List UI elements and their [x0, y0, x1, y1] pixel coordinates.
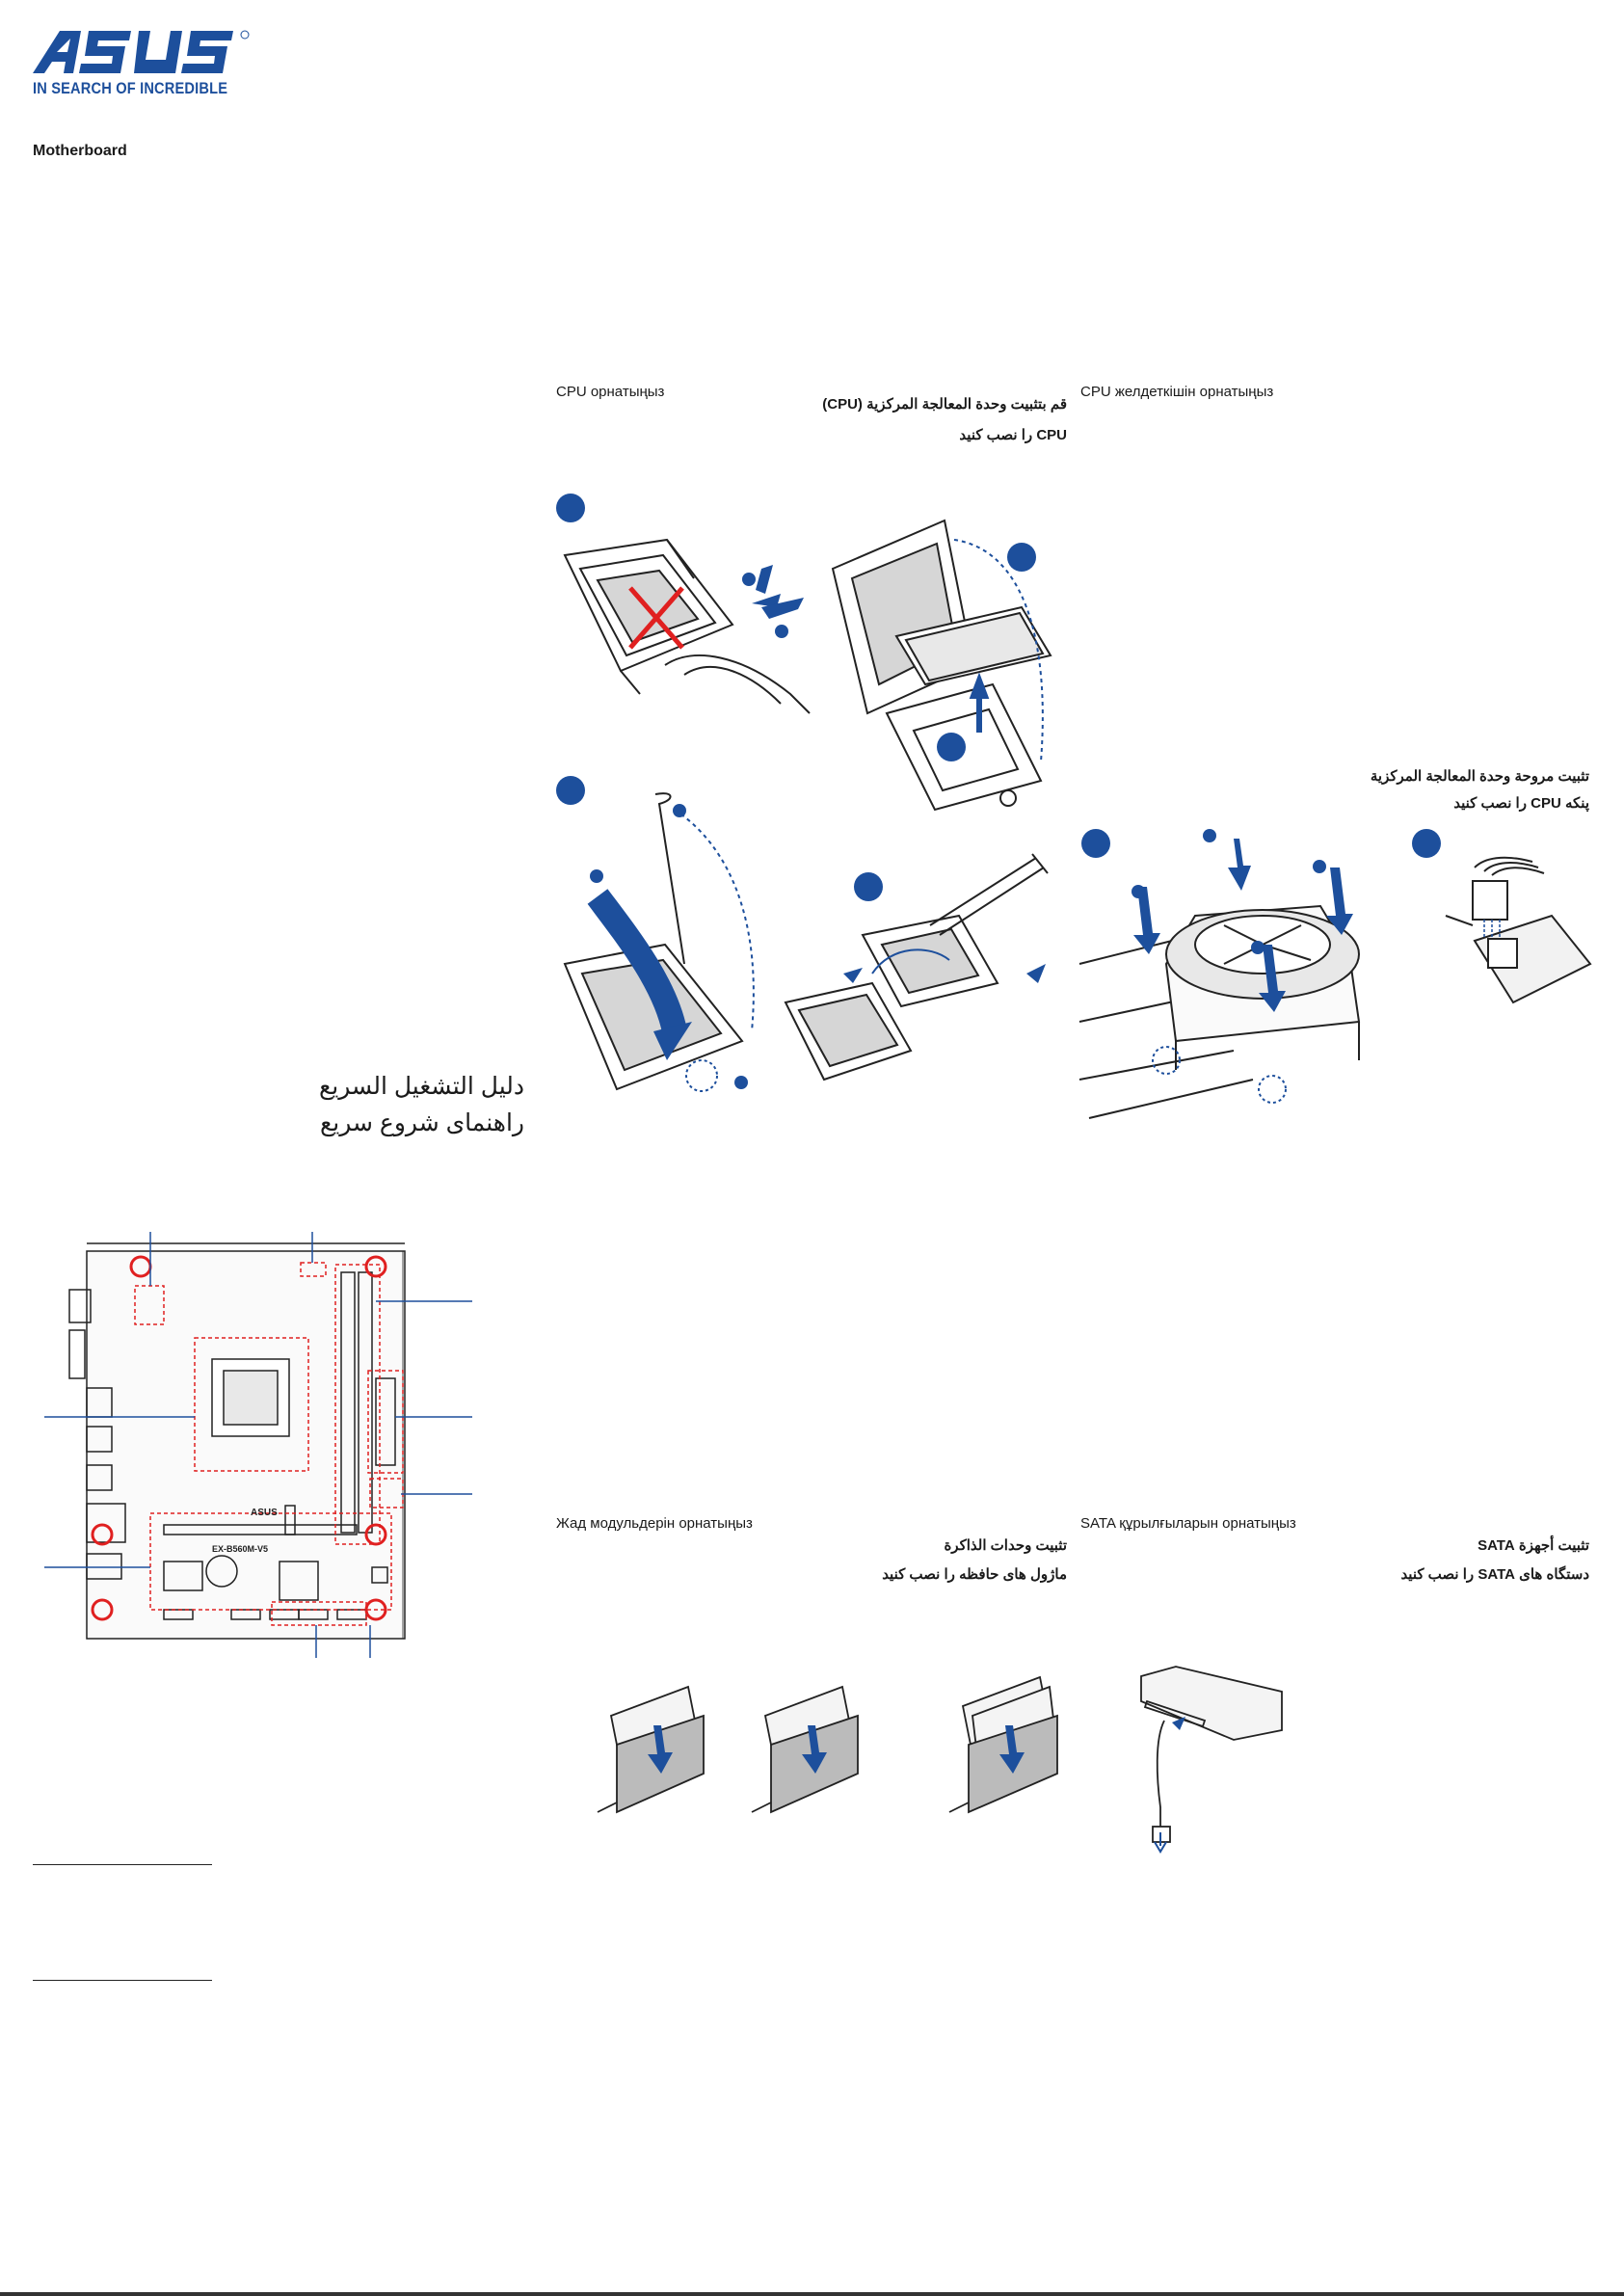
- cpu-title-arabic: قم بتثبيت وحدة المعالجة المركزية (CPU): [822, 396, 1067, 413]
- memory-title-arabic: تثبيت وحدات الذاكرة: [944, 1537, 1067, 1554]
- divider-rule: [33, 1980, 212, 1981]
- sata-title-persian: دستگاه های SATA را نصب کنید: [1400, 1566, 1589, 1583]
- step-dot: [673, 804, 686, 817]
- cpu-title-kazakh: CPU орнатыңыз: [556, 384, 665, 400]
- sata-title-kazakh: SATA құрылғыларын орнатыңыз: [1080, 1515, 1296, 1532]
- motherboard-layout-diagram: ASUS EX-B560M-V5: [44, 1232, 472, 1658]
- step-marker-thermal-paste: [854, 872, 883, 901]
- cpu-title-persian: CPU را نصب کنید: [959, 427, 1067, 443]
- step-dot: [775, 625, 788, 638]
- cpu-lever-close-illustration: [563, 792, 755, 1092]
- brand-tagline: IN SEARCH OF INCREDIBLE: [33, 79, 228, 97]
- cpu-socket-open-illustration: [563, 538, 811, 714]
- cpu-fan-title-arabic: تثبيت مروحة وحدة المعالجة المركزية: [1370, 768, 1589, 785]
- memory-install-illustration-2: [751, 1685, 859, 1814]
- step-marker-cpu-1: [556, 494, 585, 522]
- step-dot: [1203, 829, 1216, 842]
- step-marker-fan-1: [1081, 829, 1110, 858]
- memory-title-kazakh: Жад модульдерін орнатыңыз: [556, 1515, 753, 1532]
- sata-title-arabic: تثبيت أجهزة SATA: [1478, 1537, 1589, 1554]
- board-model-label: EX-B560M-V5: [212, 1544, 268, 1554]
- cpu-fan-title-persian: پنکه CPU را نصب کنید: [1453, 795, 1589, 812]
- memory-install-illustration-3: [948, 1675, 1058, 1814]
- cpu-place-illustration: [831, 519, 1052, 812]
- cpu-fan-title-kazakh: CPU желдеткішін орнатыңыз: [1080, 384, 1274, 400]
- thermal-paste-illustration: [784, 853, 1049, 1081]
- step-dot: [1131, 885, 1145, 898]
- step-dot: [590, 869, 603, 883]
- step-marker-cpu-4: [556, 776, 585, 805]
- step-dot: [734, 1076, 748, 1089]
- cpu-fan-connector-illustration: [1445, 856, 1592, 1004]
- guide-title-persian: راهنمای شروع سریع: [319, 1109, 524, 1136]
- board-logo: ASUS: [251, 1508, 278, 1518]
- memory-install-illustration-1: [597, 1685, 705, 1814]
- page-footer-bar: [0, 2292, 1624, 2296]
- step-marker-fan-2: [1412, 829, 1441, 858]
- sata-connection-illustration: [1140, 1666, 1283, 1854]
- asus-logo: [33, 30, 250, 73]
- cpu-fan-install-illustration: [1078, 839, 1361, 1119]
- step-marker-cpu-3: [937, 733, 966, 761]
- step-dot: [742, 573, 756, 586]
- step-dot: [1251, 941, 1265, 954]
- product-category: Motherboard: [33, 143, 127, 159]
- guide-title-arabic: دليل التشغيل السريع: [319, 1073, 524, 1100]
- divider-rule: [33, 1864, 212, 1865]
- memory-title-persian: ماژول های حافظه را نصب کنید: [882, 1566, 1067, 1583]
- step-marker-cpu-2: [1007, 543, 1036, 572]
- step-dot: [1313, 860, 1326, 873]
